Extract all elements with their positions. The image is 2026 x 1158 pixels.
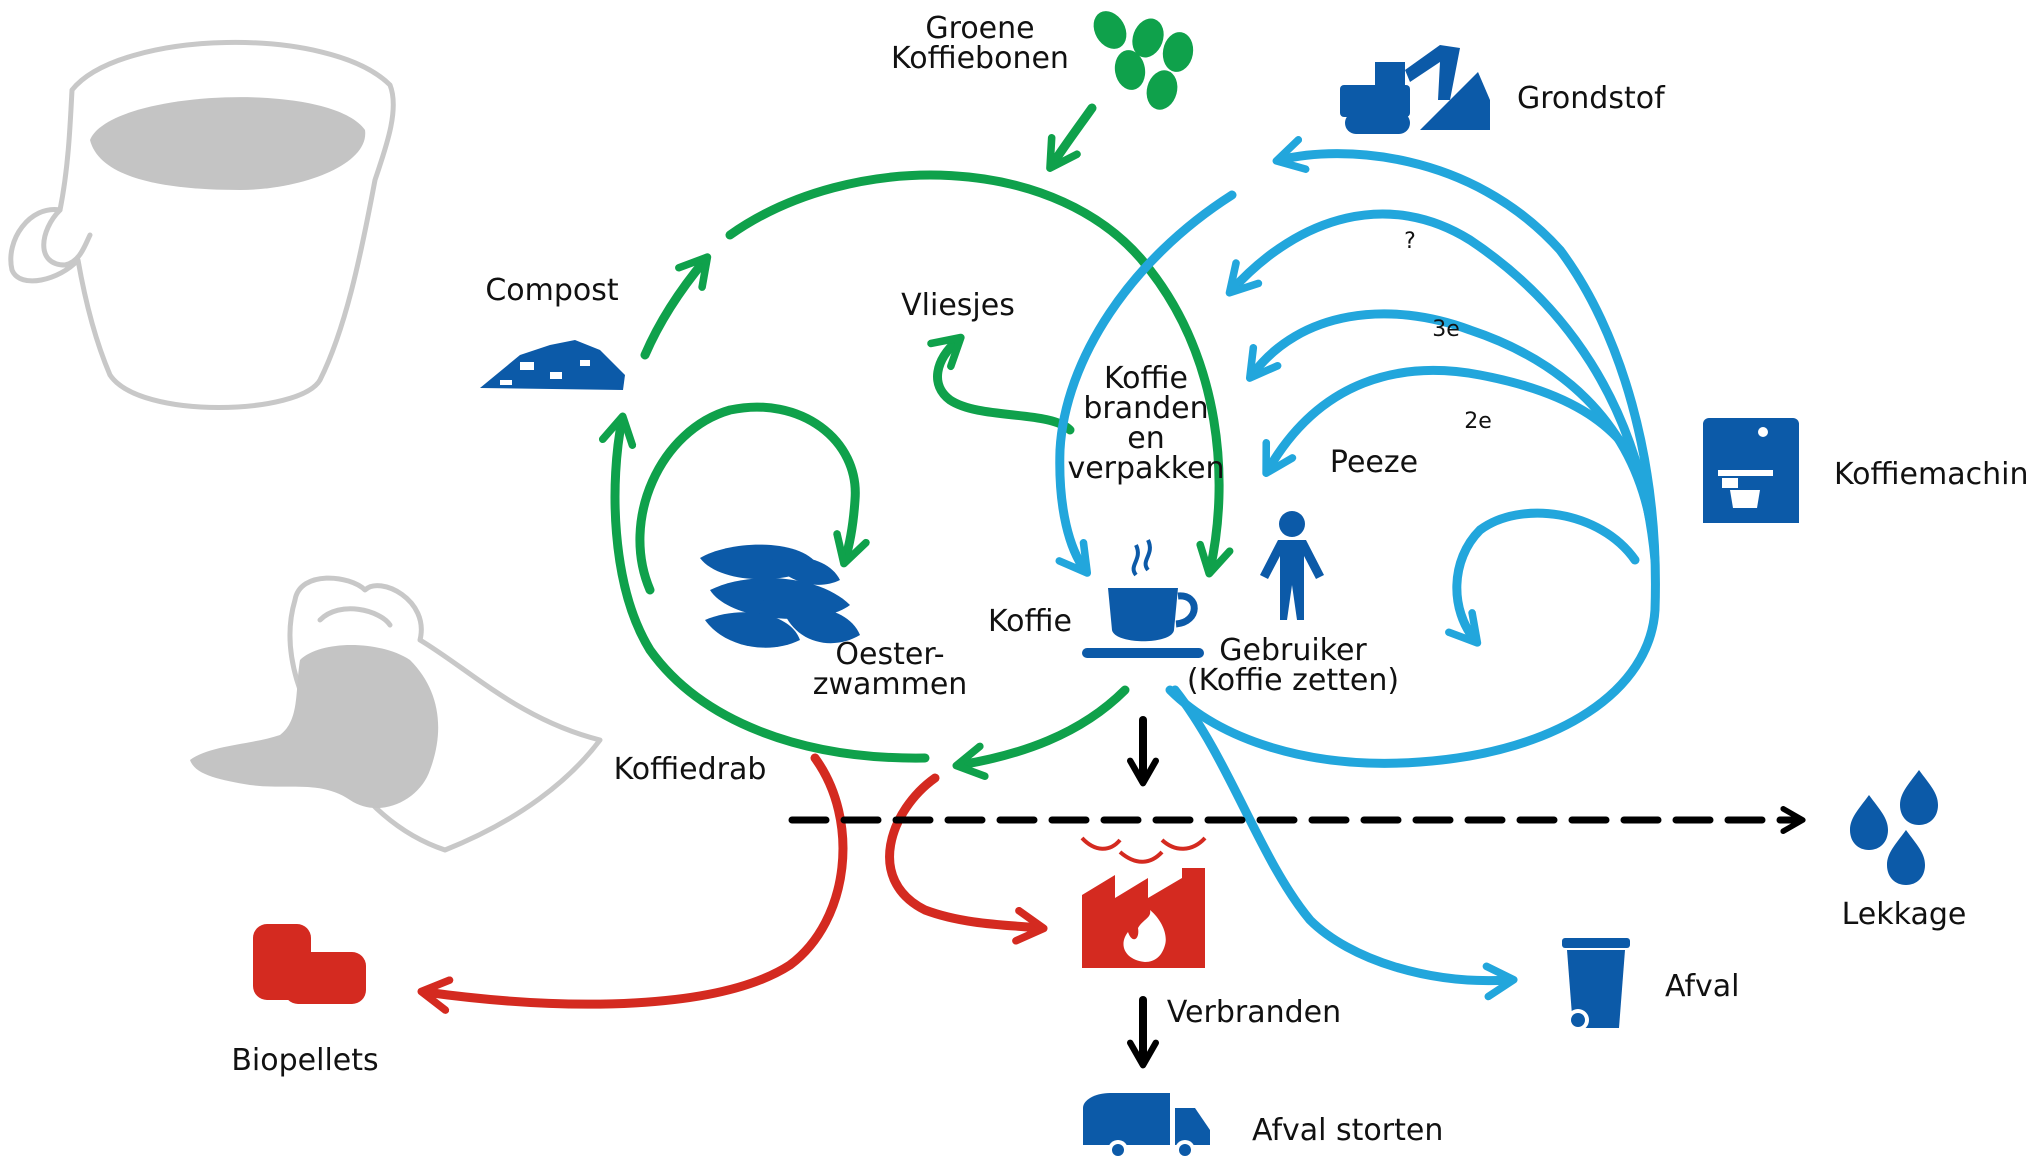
label-afval: Afval [1665, 969, 1740, 1004]
person-icon [1260, 511, 1324, 620]
waste-bin-icon [1562, 938, 1630, 1031]
label-oesterzwammen-2: zwammen [813, 667, 968, 702]
green-cycle-arrows [598, 103, 1234, 780]
garbage-truck-icon [1083, 1093, 1210, 1158]
label-koffie-branden-3: en [1127, 421, 1164, 456]
factory-fire-icon [1080, 836, 1207, 968]
label-koffie-branden-2: branden [1083, 391, 1208, 426]
coffee-bag-sketch-icon [190, 575, 603, 853]
oyster-mushroom-icon [700, 544, 860, 648]
label-afval-storten: Afval storten [1252, 1113, 1443, 1148]
coffee-cup-icon [1082, 539, 1204, 658]
biopellets-icon [253, 924, 366, 1004]
label-cycle-3e: 3e [1432, 317, 1460, 342]
label-koffie-branden-4: verpakken [1067, 451, 1224, 486]
label-cycle-2e: 2e [1464, 409, 1492, 434]
label-koffie: Koffie [988, 604, 1072, 639]
label-lekkage: Lekkage [1842, 897, 1967, 932]
compost-pile-icon [480, 340, 625, 390]
label-oesterzwammen-1: Oester- [835, 637, 944, 672]
red-arrows [417, 753, 1048, 1014]
label-grondstof: Grondstof [1517, 81, 1666, 116]
label-groene-koffiebonen-1: Groene [925, 11, 1034, 46]
label-vliesjes: Vliesjes [901, 288, 1015, 323]
blue-cycle-arrows [1055, 136, 1660, 1001]
label-compost: Compost [485, 273, 619, 308]
label-koffiemachines: Koffiemachines [1834, 457, 2026, 492]
label-koffie-branden-1: Koffie [1104, 361, 1188, 396]
label-peeze: Peeze [1330, 445, 1418, 480]
label-groene-koffiebonen-2: Koffiebonen [891, 41, 1069, 76]
label-verbranden: Verbranden [1167, 995, 1341, 1030]
excavator-icon [1340, 45, 1490, 134]
mug-sketch-icon [8, 40, 396, 410]
label-cycle-question: ? [1404, 229, 1416, 254]
coffee-machine-icon [1703, 418, 1799, 523]
coffee-beans-icon [1093, 11, 1194, 110]
label-biopellets: Biopellets [231, 1043, 378, 1078]
black-arrows [788, 716, 1806, 1069]
label-gebruiker-2: (Koffie zetten) [1187, 663, 1399, 698]
water-drops-icon [1850, 770, 1938, 885]
label-koffiedrab: Koffiedrab [614, 752, 767, 787]
label-gebruiker-1: Gebruiker [1219, 633, 1367, 668]
